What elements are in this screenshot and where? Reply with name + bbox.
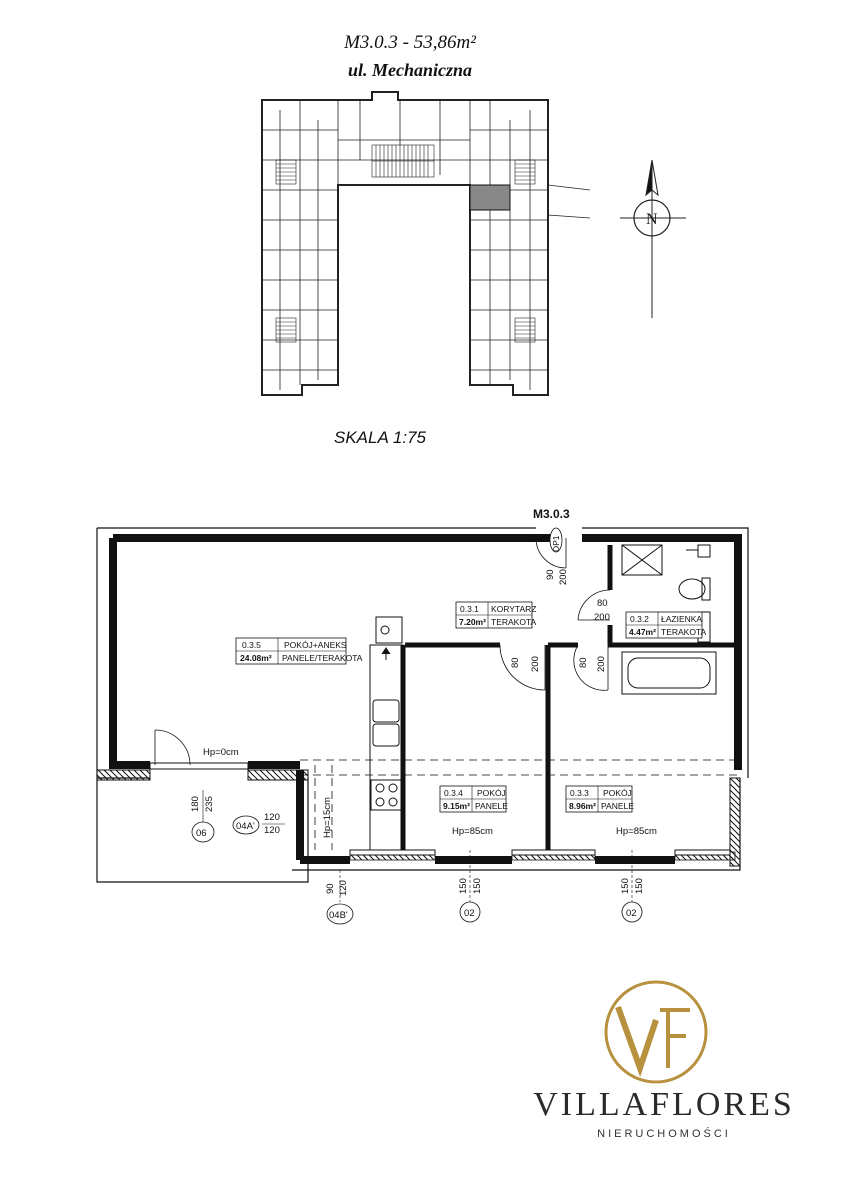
room-label-corridor: 0.3.1 KORYTARZ 7.20m² TERAKOTA bbox=[455, 601, 537, 629]
svg-text:120: 120 bbox=[264, 825, 280, 836]
entrance-door-tag: DP1 bbox=[551, 535, 561, 552]
room-name: POKÓJ bbox=[603, 788, 632, 798]
room-label-bedroom-1: 0.3.4 POKÓJ 9.15m² PANELE bbox=[439, 785, 508, 813]
entrance-door-height: 200 bbox=[558, 569, 569, 585]
svg-text:02: 02 bbox=[626, 908, 637, 919]
room-finish: PANELE/TERAKOTA bbox=[282, 653, 363, 663]
svg-text:180: 180 bbox=[190, 796, 201, 812]
room-area: 4.47m² bbox=[629, 627, 656, 637]
villaflores-logo bbox=[604, 980, 708, 1084]
bath-door-height: 200 bbox=[594, 612, 610, 623]
bath-door-width: 80 bbox=[597, 598, 608, 609]
room2-door-height: 200 bbox=[596, 656, 607, 672]
room-finish: TERAKOTA bbox=[491, 617, 537, 627]
window-tag-kitchen-side: 04A' 120 120 bbox=[232, 812, 285, 836]
svg-text:90: 90 bbox=[325, 883, 336, 894]
svg-text:150: 150 bbox=[620, 878, 631, 894]
sill-height-room-a: Hp=85cm bbox=[452, 826, 493, 837]
entrance-door-width: 90 bbox=[545, 569, 556, 580]
room-area: 7.20m² bbox=[459, 617, 486, 627]
window-tag-kitchen: 90 120 04B' bbox=[325, 870, 354, 925]
room-finish: PANELE bbox=[601, 801, 634, 811]
room-name: POKÓJ+ANEKS bbox=[284, 640, 347, 650]
compass-letter: N bbox=[646, 211, 658, 228]
svg-text:04B': 04B' bbox=[329, 910, 348, 921]
room-id: 0.3.3 bbox=[570, 788, 589, 798]
room-name: ŁAZIENKA bbox=[661, 614, 702, 624]
street-name: ul. Mechaniczna bbox=[347, 60, 473, 80]
room-area: 8.96m² bbox=[569, 801, 596, 811]
room-name: POKÓJ bbox=[477, 788, 506, 798]
room-finish: TERAKOTA bbox=[661, 627, 707, 637]
window-tag-room-b: 150 150 02 bbox=[620, 850, 645, 923]
plan-unit-code: M3.0.3 bbox=[533, 507, 570, 521]
room-id: 0.3.1 bbox=[460, 604, 479, 614]
svg-text:02: 02 bbox=[464, 908, 475, 919]
floor-plan bbox=[96, 527, 749, 883]
sill-height-balcony: Hp=0cm bbox=[203, 747, 239, 758]
room-id: 0.3.4 bbox=[444, 788, 463, 798]
svg-text:150: 150 bbox=[472, 878, 483, 894]
svg-text:235: 235 bbox=[204, 796, 215, 812]
room1-door-width: 80 bbox=[510, 657, 521, 668]
window-tag-room-a: 150 150 02 bbox=[458, 850, 483, 923]
room2-door-width: 80 bbox=[578, 657, 589, 668]
room-id: 0.3.2 bbox=[630, 614, 649, 624]
room-finish: PANELE bbox=[475, 801, 508, 811]
brand-subtitle: NIERUCHOMOŚCI bbox=[597, 1128, 731, 1140]
window-tag-balcony: 180 235 06 bbox=[190, 790, 215, 843]
room-label-bathroom: 0.3.2 ŁAZIENKA 4.47m² TERAKOTA bbox=[625, 611, 707, 639]
svg-text:150: 150 bbox=[458, 878, 469, 894]
room-name: KORYTARZ bbox=[491, 604, 537, 614]
svg-text:120: 120 bbox=[338, 880, 349, 896]
room-label-bedroom-2: 0.3.3 POKÓJ 8.96m² PANELE bbox=[565, 785, 634, 813]
room-id: 0.3.5 bbox=[242, 640, 261, 650]
sill-height-kitchen: Hp=15cm bbox=[322, 797, 333, 838]
brand-name: VILLAFLORES bbox=[533, 1086, 795, 1123]
unit-title: M3.0.3 - 53,86m² bbox=[344, 32, 476, 53]
room-area: 9.15m² bbox=[443, 801, 470, 811]
svg-text:06: 06 bbox=[196, 828, 207, 839]
north-arrow-icon bbox=[620, 159, 686, 318]
site-plan bbox=[261, 91, 591, 396]
room1-door-height: 200 bbox=[530, 656, 541, 672]
room-area: 24.08m² bbox=[240, 653, 272, 663]
svg-text:120: 120 bbox=[264, 812, 280, 823]
svg-text:150: 150 bbox=[634, 878, 645, 894]
room-label-living: 0.3.5 POKÓJ+ANEKS 24.08m² PANELE/TERAKOT… bbox=[235, 637, 363, 665]
sill-height-room-b: Hp=85cm bbox=[616, 826, 657, 837]
svg-text:04A': 04A' bbox=[236, 821, 255, 832]
scale-label: SKALA 1:75 bbox=[334, 428, 426, 447]
